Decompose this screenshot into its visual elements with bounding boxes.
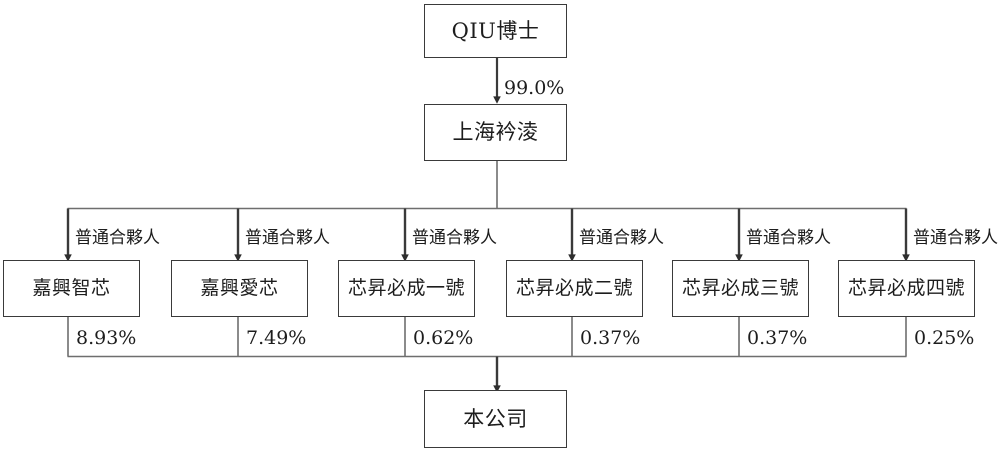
- edge-label-partner-6-role: 普通合夥人: [913, 228, 998, 248]
- edge-label-partner-1-role: 普通合夥人: [75, 228, 160, 248]
- edge-label-root-percent: 99.0%: [504, 77, 565, 99]
- node-holding-label: 上海衿淩: [452, 120, 539, 144]
- edge-label-partner-1-percent: 8.93%: [76, 327, 137, 349]
- edge-label-partner-2-percent: 7.49%: [246, 327, 307, 349]
- edge-label-partner-3-role: 普通合夥人: [412, 228, 497, 248]
- node-partner-2[interactable]: 嘉興愛芯: [171, 260, 308, 317]
- edge-label-partner-3-percent: 0.62%: [413, 327, 474, 349]
- edge-label-partner-6-percent: 0.25%: [914, 327, 975, 349]
- edge-label-partner-4-percent: 0.37%: [580, 327, 641, 349]
- node-partner-1-label: 嘉興智芯: [32, 277, 111, 299]
- node-partner-4-label: 芯昇必成二號: [515, 277, 633, 299]
- node-partner-1[interactable]: 嘉興智芯: [3, 260, 140, 317]
- node-partner-4[interactable]: 芯昇必成二號: [506, 260, 643, 317]
- node-partner-6[interactable]: 芯昇必成四號: [838, 260, 975, 317]
- edge-label-partner-5-role: 普通合夥人: [746, 228, 831, 248]
- node-partner-3-label: 芯昇必成一號: [347, 277, 465, 299]
- edge-label-partner-4-role: 普通合夥人: [579, 228, 664, 248]
- node-partner-3[interactable]: 芯昇必成一號: [338, 260, 475, 317]
- node-partner-5-label: 芯昇必成三號: [681, 277, 799, 299]
- node-partner-2-label: 嘉興愛芯: [200, 277, 279, 299]
- edge-label-partner-2-role: 普通合夥人: [245, 228, 330, 248]
- edge-label-partner-5-percent: 0.37%: [747, 327, 808, 349]
- node-partner-5[interactable]: 芯昇必成三號: [672, 260, 809, 317]
- node-company[interactable]: 本公司: [424, 390, 567, 448]
- node-company-label: 本公司: [463, 406, 528, 431]
- node-holding-shanghai[interactable]: 上海衿淩: [424, 104, 567, 161]
- node-root-qiu[interactable]: QIU博士: [424, 4, 567, 58]
- node-root-label: QIU博士: [451, 18, 540, 43]
- node-partner-6-label: 芯昇必成四號: [847, 277, 965, 299]
